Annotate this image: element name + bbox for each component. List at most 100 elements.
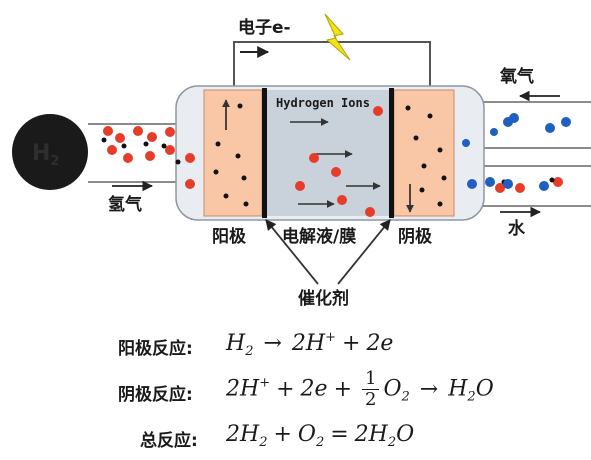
oxygen-dot — [462, 139, 470, 147]
cathode-eq-frac-den: 2 — [365, 389, 377, 410]
electron-dot — [437, 147, 443, 153]
anode-electrode — [203, 89, 263, 217]
oxygen-gas-label: 氧气 — [499, 66, 534, 87]
anode-label: 阳极 — [212, 227, 246, 247]
hydrogen-ion-dot — [147, 132, 157, 142]
anode-equation-label: 阳极反应: — [118, 339, 193, 359]
anode-eq-op: + — [342, 331, 361, 356]
total-eq-t3-tail: O — [396, 422, 415, 447]
hydrogen-ball-icon — [12, 114, 88, 190]
electron-dot — [235, 153, 241, 159]
anode-eq-rhs-b: 2e — [366, 331, 394, 356]
hydrogen-ion-dot — [295, 181, 305, 191]
catalyst-pointer-right — [337, 219, 391, 285]
hydrogen-ion-dot — [133, 126, 143, 136]
hydrogen-ion-dot — [115, 133, 125, 143]
oxygen-dot — [545, 123, 555, 133]
oxygen-dot — [503, 179, 513, 189]
hydrogen-ion-dot — [165, 127, 175, 137]
catalyst-pointer-left — [265, 219, 319, 285]
electron-dot — [223, 193, 229, 199]
hydrogen-ion-dot — [103, 126, 113, 136]
electron-dot — [213, 169, 219, 175]
electron-dot — [215, 141, 221, 147]
cathode-eq-frac-num: 1 — [362, 370, 380, 390]
cathode-eq-t4-tail: O — [475, 376, 494, 402]
electron-dot — [427, 113, 433, 119]
oxygen-dot — [539, 181, 549, 191]
oxygen-dot — [561, 117, 571, 127]
cathode-eq-t1-sup: + — [259, 375, 271, 391]
catalyst-label: 催化剂 — [298, 288, 349, 309]
electron-dot — [241, 175, 247, 181]
water-oxygen-dot — [553, 177, 563, 187]
electron-dot — [237, 103, 243, 109]
total-eq-t2-sub: 2 — [315, 435, 325, 450]
hydrogen-ball-h: H — [32, 141, 50, 166]
electron-dot — [441, 175, 447, 181]
electron-dot — [161, 143, 167, 149]
anode-equation-row: 阳极反应: H2→2H++2e — [0, 328, 591, 364]
hydrogen-ion-dot — [365, 207, 375, 217]
cathode-label: 阴极 — [398, 227, 432, 247]
hydrogen-ion-dot — [185, 179, 195, 189]
cathode-electrode — [393, 89, 455, 217]
anode-eq-arrow: → — [263, 331, 282, 356]
oxygen-dot — [509, 113, 519, 123]
electron-dot — [243, 201, 249, 207]
oxygen-dot — [485, 177, 495, 187]
electron-dot — [437, 201, 443, 207]
electrolyte-region — [266, 90, 390, 216]
hydrogen-ions-label: Hydrogen Ions — [276, 96, 370, 110]
lightning-icon — [324, 13, 351, 61]
hydrogen-ion-dot — [107, 145, 117, 155]
anode-equation: H2→2H++2e — [226, 330, 393, 359]
total-eq-t3: 2H — [354, 422, 388, 447]
cathode-eq-t3-sub: 2 — [401, 389, 410, 405]
hydrogen-ion-dot — [185, 153, 195, 163]
total-eq-t1: 2H — [226, 422, 260, 447]
cathode-eq-t4: H — [448, 376, 468, 402]
electron-dot — [421, 163, 427, 169]
hydrogen-ion-particles — [103, 106, 563, 217]
total-equation-label: 总反应: — [140, 431, 198, 451]
hydrogen-ion-dot — [145, 151, 155, 161]
electron-dot — [121, 143, 127, 149]
water-label: 水 — [508, 218, 526, 239]
total-eq-t3-sub: 2 — [387, 435, 397, 450]
anode-eq-lhs: H — [226, 331, 246, 356]
total-equation-row: 总反应: 2H2+O2=2H2O — [0, 420, 591, 456]
cathode-eq-op2: + — [333, 376, 352, 402]
cathode-membrane — [389, 88, 394, 218]
oxygen-dot — [490, 128, 498, 136]
electron-dot — [175, 159, 181, 165]
water-oxygen-dot — [495, 183, 505, 193]
hydrogen-ion-dot — [337, 195, 347, 205]
oxygen-dot — [467, 179, 477, 189]
hydrogen-ball-sub: 2 — [50, 154, 59, 169]
hydrogen-ion-dot — [165, 145, 175, 155]
electron-dot — [405, 105, 411, 111]
water-oxygen-dot — [515, 183, 525, 193]
anode-eq-lhs-sub: 2 — [245, 344, 254, 359]
hydrogen-ball-label: H2 — [32, 141, 59, 169]
total-eq-op: + — [273, 422, 292, 447]
hydrogen-ion-dot — [331, 167, 341, 177]
fuel-cell-schematic: 电子e- Hydrogen Ions H2 氢气 氧气 水 阳极 电解液/膜 阴… — [12, 13, 591, 309]
total-eq-t2: O — [297, 422, 316, 447]
electron-dot — [549, 177, 555, 183]
electron-dot — [419, 187, 425, 193]
electron-dot — [143, 141, 149, 147]
cathode-equation-label: 阴极反应: — [118, 385, 193, 405]
cathode-eq-arrow: → — [419, 376, 439, 402]
cathode-eq-op1: + — [276, 376, 295, 402]
hydrogen-ion-dot — [123, 153, 133, 163]
circuit-wire — [233, 41, 431, 92]
electron-dot — [413, 135, 419, 141]
electron-dot — [101, 137, 107, 143]
cathode-eq-t2: 2e — [300, 376, 328, 402]
